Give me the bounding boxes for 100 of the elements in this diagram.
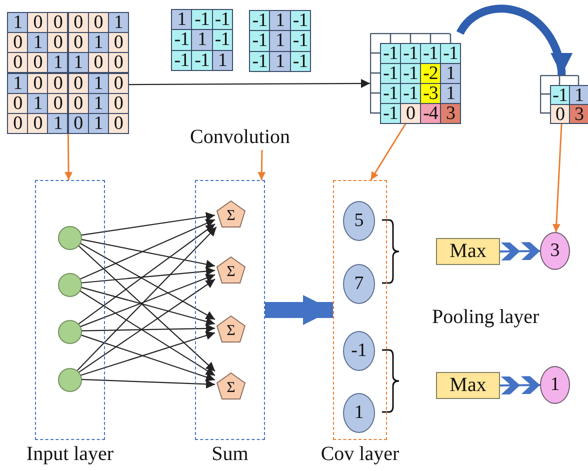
node-value: 1	[549, 373, 561, 397]
output-node	[540, 366, 570, 404]
matrix-cell: 1	[68, 52, 89, 74]
matrix-cell: 0	[27, 112, 48, 134]
matrix-cell: -1	[290, 10, 311, 32]
matrix-cell: 1	[88, 32, 109, 54]
arrow	[80, 238, 216, 269]
matrix-cell: 1	[108, 12, 129, 34]
matrix-cell: 1	[27, 92, 48, 114]
matrix-cell: -4	[420, 103, 441, 124]
node-value: 5	[353, 209, 365, 233]
matrix-cell: 0	[47, 72, 68, 94]
matrix-cell: 1	[7, 12, 28, 34]
arrow	[80, 331, 216, 376]
arrow	[80, 274, 216, 328]
matrix-cell: -1	[191, 50, 213, 71]
matrix-cell: 0	[108, 32, 129, 54]
layer-label: Sum	[212, 443, 248, 466]
node-value: 3	[549, 239, 561, 263]
layer-label: Pooling layer	[432, 306, 540, 329]
matrix-cell: 3	[440, 103, 461, 124]
matrix-cell: 0	[108, 52, 129, 74]
max-box	[436, 372, 500, 399]
matrix-cell: 1	[269, 50, 291, 72]
matrix-cell: 1	[212, 50, 233, 71]
matrix-cell: -1	[380, 83, 401, 104]
layer-label: Cov layer	[320, 443, 400, 466]
matrix-cell: 1	[191, 29, 213, 51]
matrix-cell: -1	[380, 103, 401, 124]
sum-symbol: Σ	[226, 322, 236, 340]
output-node	[540, 232, 570, 270]
circle-node	[58, 226, 82, 250]
pointer-arrow	[64, 133, 73, 180]
matrix-cell: 1	[7, 72, 28, 94]
sum-symbol: Σ	[226, 262, 236, 282]
matrix-cell: -1	[212, 9, 233, 30]
circle-node	[58, 368, 82, 392]
feature-node	[343, 264, 375, 304]
matrix-cell: 0	[68, 112, 89, 134]
arrow	[80, 334, 216, 382]
matrix-cell: 1	[269, 30, 291, 52]
matrix-cell: 0	[47, 32, 68, 54]
arrow	[78, 224, 216, 324]
matrix-cell: 0	[27, 12, 48, 34]
matrix-cell: -1	[171, 50, 192, 71]
matrix	[370, 33, 460, 123]
circle-node	[58, 273, 82, 297]
matrix-cell: -1	[249, 50, 270, 72]
feature-node	[343, 331, 375, 371]
matrix-cell: 0	[47, 92, 68, 114]
node-value: Max	[448, 373, 488, 398]
max-box	[436, 238, 500, 265]
matrix-cell: 1	[27, 32, 48, 54]
matrix-cell: 1	[440, 63, 461, 84]
arrow	[80, 286, 216, 326]
matrix-cell: 1	[269, 10, 291, 32]
matrix-cell: 1	[171, 9, 192, 30]
matrix-cell: 0	[108, 112, 129, 134]
matrix-cell: 0	[27, 52, 48, 74]
matrix-cell: 1	[88, 112, 109, 134]
matrix-cell: 0	[68, 92, 89, 114]
matrix-cell: 1	[440, 83, 461, 104]
matrix-cell: 0	[7, 52, 28, 74]
arrow	[128, 78, 370, 88]
matrix-cell: -1	[550, 85, 570, 105]
matrix-cell: 0	[88, 52, 109, 74]
matrix-cell: 0	[7, 92, 28, 114]
matrix-cell: 1	[569, 85, 588, 105]
arrow	[80, 219, 216, 280]
matrix	[540, 75, 588, 123]
sum-symbol: Σ	[226, 378, 236, 398]
matrix-cell: 3	[569, 104, 588, 124]
matrix-cell: -1	[420, 43, 441, 64]
arrow	[81, 324, 216, 333]
node-value: -1	[350, 339, 368, 363]
matrix-cell: 0	[27, 72, 48, 94]
arrow	[80, 212, 216, 236]
block-arrow	[265, 295, 333, 325]
matrix	[249, 10, 310, 71]
step-label: Convolution	[185, 126, 295, 150]
matrix-cell: 0	[88, 12, 109, 34]
matrix-cell: 1	[47, 52, 68, 74]
matrix-cell: 0	[550, 104, 570, 124]
sum-pentagon	[216, 256, 246, 284]
pointer-arrow	[370, 122, 407, 180]
layer-label: Input layer	[26, 443, 114, 466]
node-value: 7	[353, 272, 365, 296]
matrix-cell: -1	[290, 50, 311, 72]
matrix-cell: 0	[7, 32, 28, 54]
sum-pentagon	[216, 200, 246, 228]
pointer-arrow	[552, 122, 562, 232]
matrix-cell: -2	[420, 63, 441, 84]
matrix-cell: -1	[249, 30, 270, 52]
matrix-cell: 1	[88, 72, 109, 94]
matrix-cell: -1	[290, 30, 311, 52]
matrix-cell: -1	[380, 43, 401, 64]
matrix-cell: -1	[249, 10, 270, 32]
arrow	[80, 266, 216, 284]
matrix-cell: 0	[400, 103, 421, 124]
matrix-cell: -1	[400, 63, 421, 84]
